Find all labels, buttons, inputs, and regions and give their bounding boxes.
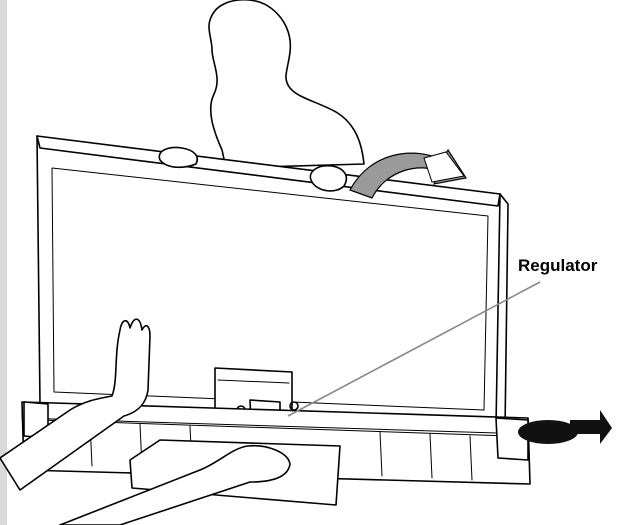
side-strip [0,0,7,525]
person-silhouette [208,0,365,169]
callout-line [287,281,541,417]
hand-left-raised [0,318,151,491]
hand-lower [59,444,291,525]
hand-top-left [158,146,198,169]
hand-top-right [309,164,348,192]
push-arrow-icon [518,410,612,444]
callout-label: Regulator [518,256,598,275]
